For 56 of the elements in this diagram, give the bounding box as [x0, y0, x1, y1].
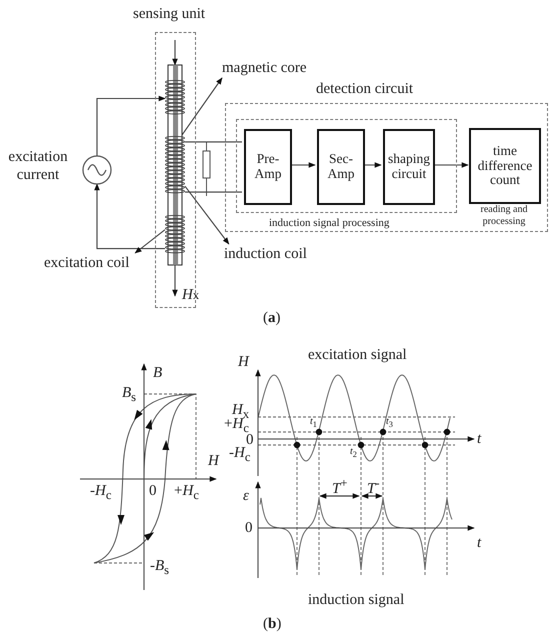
axis-label: +H$_{c}$	[174, 484, 199, 502]
axis-label: t	[477, 432, 482, 447]
plot-title: induction signal	[308, 593, 404, 608]
plot-title: excitation signal	[308, 348, 407, 363]
box-label: Pre- Amp	[254, 152, 282, 182]
coil-winding	[164, 136, 185, 193]
leader-line	[184, 186, 230, 245]
axis-label: H	[238, 355, 249, 370]
interval-label: T$^{+}$	[332, 477, 348, 497]
panel-label: (a)	[263, 311, 280, 326]
coil-winding	[164, 80, 185, 114]
wire	[185, 192, 242, 193]
process-box	[469, 128, 541, 204]
point-label: t$_{1}$	[310, 417, 317, 430]
coil-winding	[164, 214, 185, 253]
axis-label: B$_{s}$	[122, 386, 136, 404]
leader-line	[182, 77, 222, 136]
process-box	[383, 129, 435, 205]
interval-label: T$^{-}$	[367, 477, 380, 497]
ac-source-symbol	[82, 155, 112, 185]
arrow	[433, 162, 469, 168]
caption-text: reading and processing	[480, 204, 528, 228]
callout-text: magnetic core	[222, 58, 322, 78]
arrow	[363, 162, 382, 168]
axis-label: t	[477, 536, 482, 551]
direction-arrow	[172, 40, 178, 66]
process-box	[244, 129, 292, 205]
axis-label: 0	[245, 521, 252, 536]
leader-line	[172, 265, 178, 297]
arrow	[94, 183, 165, 250]
box-label: time difference count	[476, 144, 534, 188]
arrow	[96, 96, 166, 156]
wire	[185, 141, 242, 142]
group-title: induction signal processing	[269, 217, 390, 229]
callout-text: excitation coil	[44, 253, 140, 273]
box-label: shaping circuit	[387, 152, 431, 182]
axis-label: -B$_{s}$	[150, 559, 170, 576]
axis-label: 0	[246, 433, 254, 448]
axis-label: -H$_{c}$	[90, 484, 112, 502]
box-label: Sec- Amp	[326, 152, 356, 182]
point-label: t$_{3}$	[386, 417, 393, 430]
group-title: detection circuit	[316, 81, 414, 98]
callout-text: induction coil	[224, 244, 320, 264]
point-label: t$_{2}$	[350, 447, 357, 460]
panel-label: (b)	[263, 617, 282, 632]
group-title: sensing unit	[133, 6, 206, 23]
leader-line	[134, 229, 166, 254]
caption-text: excitation current	[7, 148, 69, 184]
axis-label: H	[208, 454, 219, 469]
axis-label: 0	[149, 484, 156, 499]
axis-label: +H$_{c}$	[224, 417, 249, 434]
process-box	[317, 129, 365, 205]
axis-label: -H$_{c}$	[229, 446, 250, 464]
axis-label: B	[153, 366, 162, 381]
axis-label: ε	[243, 489, 249, 504]
arrow	[290, 162, 316, 168]
